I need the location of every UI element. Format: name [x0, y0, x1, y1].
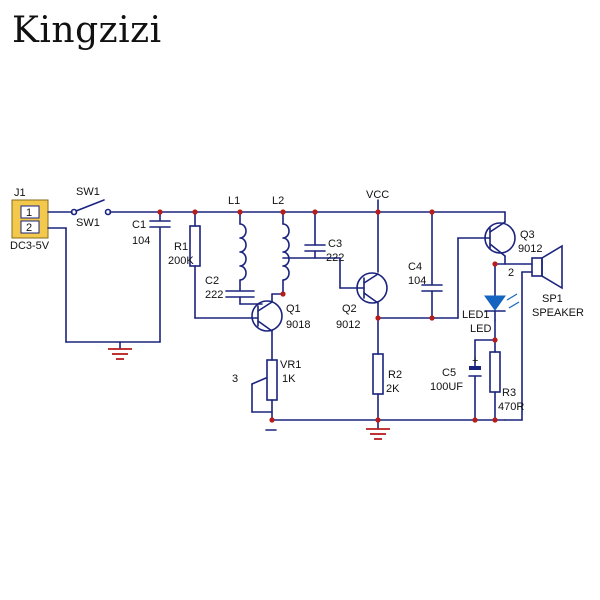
r2-body: [372, 353, 384, 395]
c5-ref-label: C5: [442, 367, 456, 379]
vr1-wiper: [251, 377, 267, 385]
junction-dot: [192, 209, 198, 215]
vr1-pin-label: 3: [232, 373, 238, 385]
q2-collector-lead: [363, 292, 379, 304]
speaker-cone: [541, 244, 563, 290]
c5-polarity-label: +: [472, 355, 478, 367]
c4-ref-label: C4: [408, 261, 422, 273]
junction-dot: [312, 209, 318, 215]
r2-ref-label: R2: [388, 369, 402, 381]
l2-ref-label: L2: [272, 195, 284, 207]
jack-spec-label: DC3-5V: [10, 240, 50, 252]
junction-dot: [280, 209, 286, 215]
vcc-label: VCC: [366, 189, 389, 201]
vr1-body: [266, 359, 278, 401]
junction-dot: [472, 417, 478, 423]
q1-emitter-lead: [257, 320, 273, 332]
q3-ref-label: Q3: [520, 229, 535, 241]
r2-value-label: 2K: [386, 383, 400, 395]
speaker-value-label: SPEAKER: [532, 307, 584, 319]
led-emission-ray-2: [508, 301, 520, 309]
junction-dot: [429, 209, 435, 215]
speaker-pin-label: 2: [508, 267, 514, 279]
r1-ref-label: R1: [174, 241, 188, 253]
r3-value-label: 470R: [498, 401, 524, 413]
c2-ref-label: C2: [205, 275, 219, 287]
q3-type-label: 9012: [518, 243, 542, 255]
c1-ref-label: C1: [132, 219, 146, 231]
q2-type-label: 9012: [336, 319, 360, 331]
jack-pin-2-label: 2: [26, 222, 32, 234]
l2-coil: [282, 223, 290, 281]
vr1-ref-label: VR1: [280, 359, 301, 371]
junction-dot: [429, 315, 435, 321]
junction-dot: [492, 337, 498, 343]
q2-ref-label: Q2: [342, 303, 357, 315]
q1-type-label: 9018: [286, 319, 310, 331]
switch-lever: [75, 199, 105, 212]
c2-value-label: 222: [205, 289, 223, 301]
jack-pin-2: [20, 220, 40, 234]
q2-emitter-lead: [363, 273, 379, 284]
l1-ref-label: L1: [228, 195, 240, 207]
junction-dot: [375, 315, 381, 321]
led-value-label: LED: [470, 323, 491, 335]
speaker-ref-label: SP1: [542, 293, 563, 305]
jack-ref-label: J1: [14, 187, 26, 199]
q1-collector-lead: [257, 301, 273, 312]
jack-pin-1: [20, 205, 40, 219]
q1-ref-label: Q1: [286, 303, 301, 315]
r3-ref-label: R3: [502, 387, 516, 399]
junction-dot: [280, 291, 286, 297]
ground-symbol-main: [366, 428, 390, 440]
c4-value-label: 104: [408, 275, 426, 287]
junction-dot: [269, 417, 275, 423]
c5-value-label: 100UF: [430, 381, 463, 393]
l1-coil: [239, 223, 247, 281]
c5-plate-positive: [469, 366, 481, 370]
junction-dot: [492, 417, 498, 423]
c1-value-label: 104: [132, 235, 150, 247]
junction-dot: [375, 417, 381, 423]
junction-dot: [375, 209, 381, 215]
jack-pin-1-label: 1: [26, 207, 32, 219]
q3-collector-lead: [489, 243, 506, 257]
speaker-body: [531, 257, 543, 277]
switch-ref-bottom-label: SW1: [76, 217, 100, 229]
q1-transistor: [251, 300, 283, 332]
junction-dot: [157, 209, 163, 215]
vr1-value-label: 1K: [282, 373, 296, 385]
led-emission-ray-1: [506, 293, 518, 301]
switch-ref-top-label: SW1: [76, 186, 100, 198]
q3-emitter-lead: [489, 221, 506, 233]
junction-dot: [237, 209, 243, 215]
ground-symbol-left: [108, 348, 132, 360]
switch-contact-left: [70, 208, 78, 216]
brand-logo-text: Kingzizi: [12, 10, 162, 51]
junction-dot: [492, 261, 498, 267]
r3-body: [489, 351, 501, 393]
c3-value-label: 222: [326, 252, 344, 264]
led-triangle: [484, 295, 506, 311]
r1-value-label: 200K: [168, 255, 194, 267]
c3-ref-label: C3: [328, 238, 342, 250]
led-ref-label: LED1: [462, 309, 490, 321]
